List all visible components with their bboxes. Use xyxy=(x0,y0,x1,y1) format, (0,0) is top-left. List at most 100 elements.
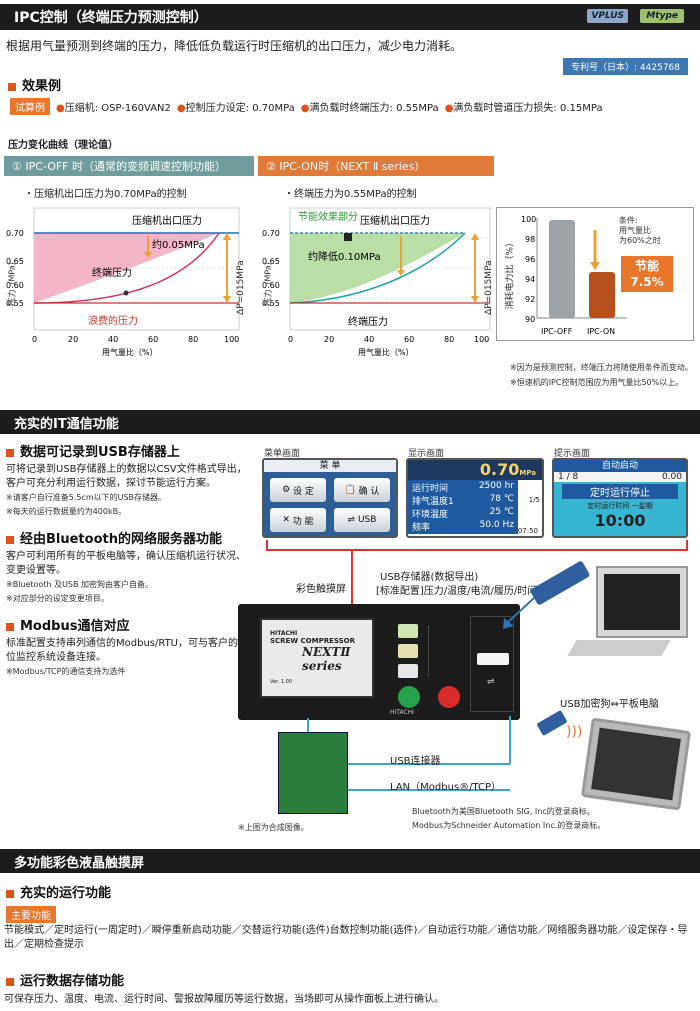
xtick-60: 60 xyxy=(148,335,158,344)
trademark-1: Bluetooth为美国Bluetooth SIG, Inc的登录商标。 xyxy=(412,807,595,816)
stop-button[interactable] xyxy=(438,686,460,708)
display-screen-label: 显示画面 xyxy=(408,449,445,459)
usb-port-area: ⇌ xyxy=(470,616,514,712)
brand-logo: HITACHI xyxy=(270,630,298,637)
effect-row: 试算例 ●压缩机: OSP-160VAN2 ●控制压力设定: 0.70MPa ●… xyxy=(10,98,603,115)
touch-label: 彩色触摸屏 xyxy=(296,584,346,595)
store-heading: 运行数据存储功能 xyxy=(6,970,124,989)
lan-label: LAN（Modbus®/TCP） xyxy=(390,782,502,793)
label-saving: 节能效果部分 xyxy=(298,210,358,223)
bulb-status-button[interactable] xyxy=(398,664,418,678)
trial-tag: 试算例 xyxy=(10,98,50,115)
ytick2-055: 0.55 xyxy=(262,299,280,308)
usb-connector-label: USB连接器 xyxy=(390,756,441,767)
ytick-065: 0.65 xyxy=(6,257,24,266)
menu-usb-button[interactable]: ⇌ USB xyxy=(334,508,390,532)
it-title: 充实的IT通信功能 xyxy=(14,416,119,432)
bar-ytick-98: 98 xyxy=(525,235,535,244)
ytick-070: 0.70 xyxy=(6,229,24,238)
section-header-lcd: 多功能彩色液晶触摸屏 xyxy=(0,849,700,873)
xtick2-60: 60 xyxy=(404,335,414,344)
panel2-dp: ΔP=015MPa xyxy=(484,260,494,315)
label-terminal2: 终端压力 xyxy=(348,315,388,328)
yellow-status-button[interactable] xyxy=(398,644,418,658)
xtick2-0: 0 xyxy=(288,335,293,344)
bluetooth-wave-icon: ))) xyxy=(566,724,583,740)
xtick2-100: 100 xyxy=(474,335,489,344)
trademark-2: Modbus为Schneider Automation Inc.的登录商标。 xyxy=(412,821,606,830)
bar-label-on: IPC-ON xyxy=(587,327,615,336)
store-text: 可保存压力、温度、电流、运行时间、警报故障履历等运行数据，当场即可从操作面板上进… xyxy=(4,994,444,1005)
mb-text: 标准配置支持串列通信的Modbus/RTU，可与客户的上位监控系统设备连接。 xyxy=(6,638,249,663)
menu-screen: 菜 单 ⚙ 设 定 📋 确 认 ✕ 功 能 ⇌ USB xyxy=(262,458,398,538)
connector-lines xyxy=(307,716,511,791)
panel1-header: ① IPC-OFF 时（通常的变频调速控制功能） xyxy=(4,156,254,176)
bar-ytick-96: 96 xyxy=(525,255,535,264)
hint-stop-button[interactable]: 定时运行停止 xyxy=(562,484,678,499)
xtick-80: 80 xyxy=(188,335,198,344)
patent-badge: 专利号（日本）: 4425768 xyxy=(563,58,688,75)
section-header-it: 充实的IT通信功能 xyxy=(0,410,700,434)
panel1-ylabel: 压力（MPa） xyxy=(7,257,17,306)
bar-ytick-100: 100 xyxy=(521,215,536,224)
label-approx: 约0.05MPa xyxy=(152,238,205,251)
wrench-icon: ✕ xyxy=(282,515,290,525)
note-2: ※恒速机的IPC控制范围应为用气量比50%以上。 xyxy=(510,378,684,387)
monitor-icon xyxy=(596,566,688,638)
bar-ytick-92: 92 xyxy=(525,295,535,304)
bt-heading: 经由Bluetooth的网络服务器功能 xyxy=(20,532,222,547)
start-button[interactable] xyxy=(398,686,420,708)
bar-ipc-off xyxy=(549,220,575,318)
curve-title: 压力变化曲线（理论值） xyxy=(8,140,118,151)
effect-heading: 效果例 xyxy=(8,75,61,94)
dongle-icon xyxy=(536,709,568,737)
menu-set-button[interactable]: ⚙ 设 定 xyxy=(270,478,326,502)
usb-stick-icon xyxy=(477,653,509,665)
xtick2-20: 20 xyxy=(324,335,334,344)
bt-note1: ※Bluetooth 及USB 加密狗由客户自备。 xyxy=(6,580,154,589)
label-terminal: 终端压力 xyxy=(92,266,132,279)
disp-page[interactable]: 1/5 xyxy=(528,496,540,504)
ytick-060: 0.60 xyxy=(6,281,24,290)
usb-icon: ⇌ xyxy=(347,515,356,525)
hint-title: 自动启动 xyxy=(554,460,686,472)
hint-screen-label: 提示画面 xyxy=(554,449,591,459)
indicator-row xyxy=(428,626,458,676)
tablet-icon xyxy=(580,717,692,811)
bar-ytick-90: 90 xyxy=(525,315,535,324)
panel-brand: HITACHI xyxy=(390,709,414,716)
ipc-off-chart: 0.70 0.65 0.60 0.55 0 20 40 60 80 100 用气… xyxy=(6,207,240,357)
ytick2-065: 0.65 xyxy=(262,257,280,266)
bar-label-off: IPC-OFF xyxy=(541,327,573,336)
label-outlet2: 压缩机出口压力 xyxy=(360,214,430,227)
mb-note1: ※Modbus/TCP的通信支持为选件 xyxy=(6,667,126,676)
usb-note2: ※每天的运行数据量约为400kB。 xyxy=(6,507,127,516)
series-logo: NEXTⅡ series xyxy=(302,645,351,673)
mtype-badge: Mtype xyxy=(640,9,684,23)
power-bar-chart: 100 98 96 94 92 90 IPC-OFF IPC-ON 消耗电力比（… xyxy=(496,207,694,341)
note-1: ※因为是预测控制，终端压力将随使用条件而变动。 xyxy=(510,363,693,372)
section-title: IPC控制（终端压力预测控制） xyxy=(14,10,208,26)
panel2-ylabel: 压力（MPa） xyxy=(263,257,273,306)
display-pressure: 0.70MPa xyxy=(408,460,542,480)
it-left-column: 数据可记录到USB存储器上 可将记录到USB存储器上的数据以CSV文件格式导出，… xyxy=(6,446,251,679)
menu-func-button[interactable]: ✕ 功 能 xyxy=(270,508,326,532)
green-status-button[interactable] xyxy=(398,624,418,638)
pcb-board xyxy=(278,732,348,814)
panel1-subtitle: ・压缩机出口压力为0.70MPa的控制 xyxy=(24,189,187,200)
bar-ylabel: 消耗电力比（%） xyxy=(505,237,516,310)
synthesis-note: ※上图为合成图像。 xyxy=(238,823,309,832)
clipboard-icon: 📋 xyxy=(344,485,356,495)
intro-text: 根据用气量预测到终端的压力，降低低负载运行时压缩机的出口压力，减少电力消耗。 xyxy=(6,39,463,53)
xtick-40: 40 xyxy=(108,335,118,344)
panel1-dp: ΔP=015MPa xyxy=(236,260,246,315)
menu-confirm-button[interactable]: 📋 确 认 xyxy=(334,478,390,502)
ytick-055: 0.55 xyxy=(6,299,24,308)
bar-ipc-on xyxy=(589,272,615,318)
ytick2-060: 0.60 xyxy=(262,281,280,290)
